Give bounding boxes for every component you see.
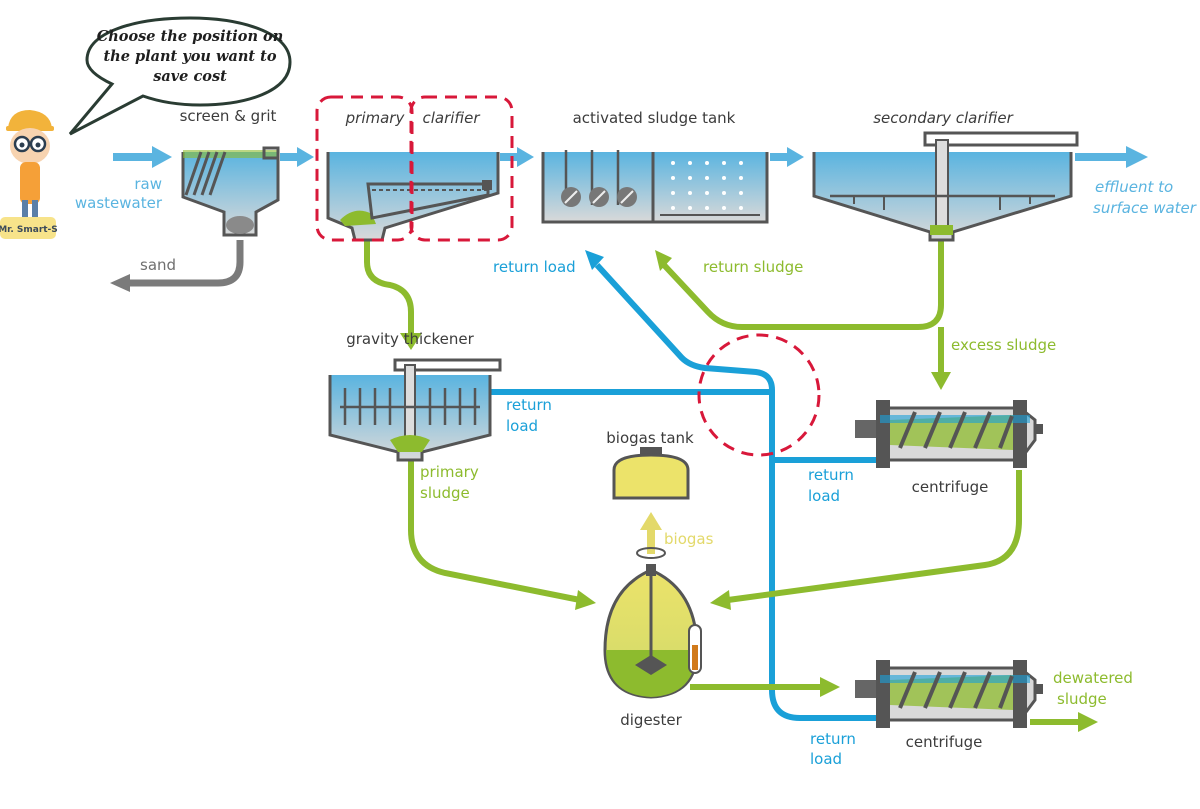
- bubble-line-1: Choose the position on: [97, 28, 284, 45]
- biogas-label: biogas: [664, 530, 714, 548]
- bubble-line-3: save cost: [153, 68, 227, 85]
- return-load-top-label: return load: [493, 258, 576, 276]
- thickener-return-label-2: load: [506, 417, 538, 435]
- primary-to-thickener-flow: [364, 240, 422, 350]
- primary-clarifier-right-target[interactable]: [409, 95, 514, 242]
- bottom-return-label-1: return: [810, 730, 856, 748]
- primary-clarifier-tank: [326, 152, 500, 242]
- mascot-mr-smart-s: Mr. Smart-S: [0, 110, 58, 239]
- flow-arrow-primary-activated: [500, 147, 534, 167]
- dewatered-label-2: sludge: [1057, 690, 1107, 708]
- effluent-label-1: effluent to: [1095, 178, 1173, 196]
- centrifuge-upper: [855, 400, 1043, 468]
- raw-inflow-arrow: [113, 146, 172, 168]
- sand-outflow: [110, 240, 244, 292]
- screen-grit-label: screen & grit: [180, 107, 277, 125]
- raw-label: raw: [134, 175, 162, 193]
- return-sludge-label: return sludge: [703, 258, 803, 276]
- centrifuge2-return-load-line: [769, 689, 880, 721]
- digester-to-centrifuge-flow: [690, 677, 840, 697]
- sand-label: sand: [140, 256, 176, 274]
- gravity-thickener-tank: [328, 358, 502, 462]
- bubble-line-2: the plant you want to: [103, 48, 276, 65]
- centrifuge-upper-label: centrifuge: [912, 478, 989, 496]
- biogas-tank-label: biogas tank: [606, 429, 694, 447]
- digester-tank: [603, 547, 702, 699]
- gravity-thickener-label: gravity thickener: [346, 330, 474, 348]
- biogas-arrow: [640, 512, 662, 554]
- thickener-return-label-1: return: [506, 396, 552, 414]
- flow-arrow-activated-secondary: [770, 147, 804, 167]
- effluent-arrow: [1075, 146, 1148, 168]
- return-sludge-flow: [655, 240, 944, 330]
- aeration-bubbles: [671, 161, 743, 210]
- secondary-clarifier-label: secondary clarifier: [873, 109, 1013, 127]
- speech-bubble: Choose the position on the plant you wan…: [68, 16, 292, 136]
- return-load-top-flow: [585, 250, 775, 690]
- thickener-to-digester-flow: [408, 460, 596, 610]
- primary-label: primary: [345, 109, 406, 127]
- centrifuge-to-digester-flow: [710, 470, 1022, 610]
- centrifuge-return-label-2: load: [808, 487, 840, 505]
- biogas-tank: [612, 447, 690, 500]
- wastewater-label: wastewater: [75, 194, 163, 212]
- mascot-name-badge: Mr. Smart-S: [0, 225, 58, 235]
- return-load-junction-target[interactable]: [697, 333, 821, 457]
- activated-sludge-label: activated sludge tank: [573, 109, 736, 127]
- secondary-clarifier-tank: [812, 131, 1079, 242]
- dewatered-sludge-arrow: [1030, 712, 1098, 732]
- digester-label: digester: [620, 711, 682, 729]
- dewatered-label-1: dewatered: [1053, 669, 1133, 687]
- bottom-return-label-2: load: [810, 750, 842, 768]
- hard-hat-icon: [8, 110, 52, 128]
- activated-sludge-tank: [541, 150, 769, 224]
- excess-sludge-flow: [931, 327, 951, 390]
- stirrer-rotation-icon: [636, 547, 666, 559]
- flow-arrow-screen-primary: [280, 147, 314, 167]
- clarifier-label: clarifier: [422, 109, 480, 127]
- primary-sludge-label-2: sludge: [420, 484, 470, 502]
- centrifuge-lower-label: centrifuge: [906, 733, 983, 751]
- excess-sludge-label: excess sludge: [951, 336, 1056, 354]
- screen-grit-tank: [181, 146, 280, 237]
- primary-sludge-label-1: primary: [420, 463, 479, 481]
- centrifuge-lower: [855, 660, 1043, 728]
- centrifuge-return-label-1: return: [808, 466, 854, 484]
- effluent-label-2: surface water: [1093, 199, 1197, 217]
